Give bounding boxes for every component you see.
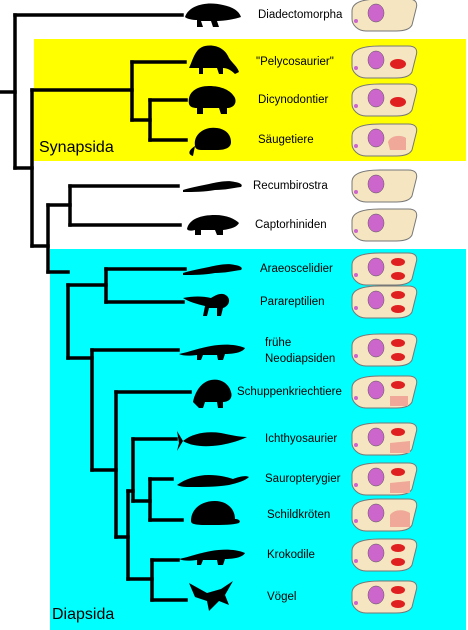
tree-branches (0, 13, 192, 602)
anapsid-skull-icon (351, 208, 418, 242)
turtle-icon (191, 501, 240, 525)
plesiosaur-icon (177, 475, 249, 487)
taxon-label: Schildkröten (267, 509, 331, 521)
taxon-label: Ichthyosaurier (265, 433, 338, 445)
taxon-label: "Pelycosaurier" (256, 56, 334, 68)
squamate-skull-icon (351, 375, 418, 409)
taxon-label: Diadectomorpha (258, 9, 343, 21)
crocodile-icon (179, 344, 245, 360)
taxon-label: Sauropterygier (265, 473, 341, 485)
bird-icon (189, 581, 233, 611)
euryapsid-skull-icon (351, 462, 418, 496)
taxon-label: Araeoscelidier (260, 263, 333, 275)
lizard-icon (183, 264, 242, 275)
iguana-icon (193, 379, 232, 408)
anapsid-skull-icon (351, 169, 418, 203)
diapsid-skull-icon (351, 538, 418, 572)
taxon-label: Recumbirostra (253, 180, 328, 192)
taxon-label: Krokodile (267, 549, 315, 561)
taxon-label: Parareptilien (260, 296, 325, 308)
synapsida-label: Synapsida (39, 139, 114, 156)
taxon-label: frühe (265, 337, 292, 349)
lizard-icon (183, 181, 242, 192)
euryapsid-skull-icon (351, 422, 418, 456)
taxon-label: Neodiapsiden (265, 353, 336, 365)
dimetrodon-icon (189, 45, 239, 74)
synapsid-skull-icon (351, 45, 418, 79)
crocodile-icon (179, 549, 245, 565)
diapsid-skull-icon (351, 580, 418, 614)
diapsid-skull-icon (351, 333, 418, 367)
taxon-label: Schuppenkriechtiere (237, 386, 342, 398)
diapsid-skull-icon (351, 285, 418, 319)
synapsid-skull-icon (351, 83, 418, 117)
taxon-label: Säugetiere (258, 134, 314, 146)
silhouettes (177, 3, 249, 611)
anapsid-skull-icon (351, 0, 418, 32)
diadectes-icon (185, 3, 241, 27)
diapsid-skull-icon (351, 252, 418, 286)
ichthyosaur-icon (177, 431, 247, 451)
taxon-label: Dicynodontier (258, 94, 329, 106)
taxon-label: Captorhiniden (255, 219, 327, 231)
taxon-label: Vögel (267, 591, 297, 603)
turtle-skull-icon (351, 498, 418, 532)
dicynodont-icon (188, 86, 236, 114)
dinosaur-icon (183, 293, 230, 316)
captorhinid-icon (187, 215, 239, 235)
mammal-skull-icon (351, 123, 418, 157)
skulls (351, 0, 418, 614)
diapsida-label: Diapsida (52, 606, 115, 623)
mouse-icon (189, 127, 231, 156)
